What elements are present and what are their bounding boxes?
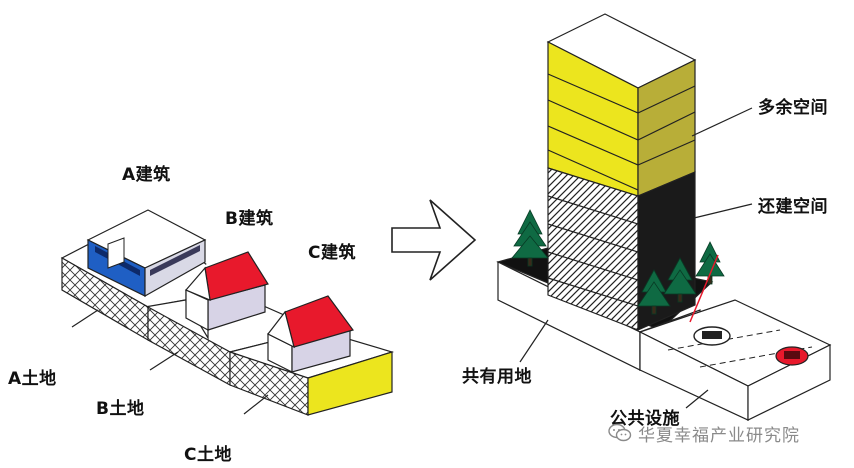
building-c-label: C建筑 (308, 243, 356, 263)
right-scene (496, 13, 832, 421)
land-b-label: B土地 (96, 399, 145, 419)
land-c-label: C土地 (184, 445, 232, 465)
leader-b-land (149, 351, 179, 371)
trees (511, 209, 725, 315)
tree-icon (695, 241, 725, 285)
tree-icon (663, 257, 697, 303)
left-scene (60, 209, 395, 416)
car-icon-red (775, 346, 809, 366)
building-a-label: A建筑 (122, 165, 171, 185)
building-c (267, 295, 354, 373)
shared-land-label: 共有用地 (462, 367, 532, 387)
wechat-icon (608, 423, 632, 443)
land-a-label: A土地 (8, 369, 57, 389)
surplus-space-label: 多余空间 (758, 98, 828, 118)
leader-surplus (691, 107, 753, 137)
watermark-text: 华夏幸福产业研究院 (638, 425, 800, 446)
rebuilt-space-label: 还建空间 (758, 197, 828, 217)
land-c-side (307, 351, 393, 416)
leader-shared-land (519, 319, 549, 363)
tree-icon (637, 269, 671, 315)
watermark: 华夏幸福产业研究院 (608, 420, 800, 446)
leader-rebuilt (693, 203, 753, 219)
public-facilities-label: 公共设施 (610, 409, 680, 429)
building-a (86, 209, 207, 298)
building-b-label: B建筑 (225, 209, 274, 229)
leader-a-land (71, 309, 99, 328)
building-b (185, 250, 269, 341)
tree-icon (511, 209, 549, 267)
leader-public (685, 389, 709, 409)
transform-arrow (391, 199, 477, 281)
accent-line (689, 254, 719, 323)
road-line (667, 329, 781, 351)
leader-c-land (243, 394, 269, 415)
car-icon (693, 326, 731, 346)
